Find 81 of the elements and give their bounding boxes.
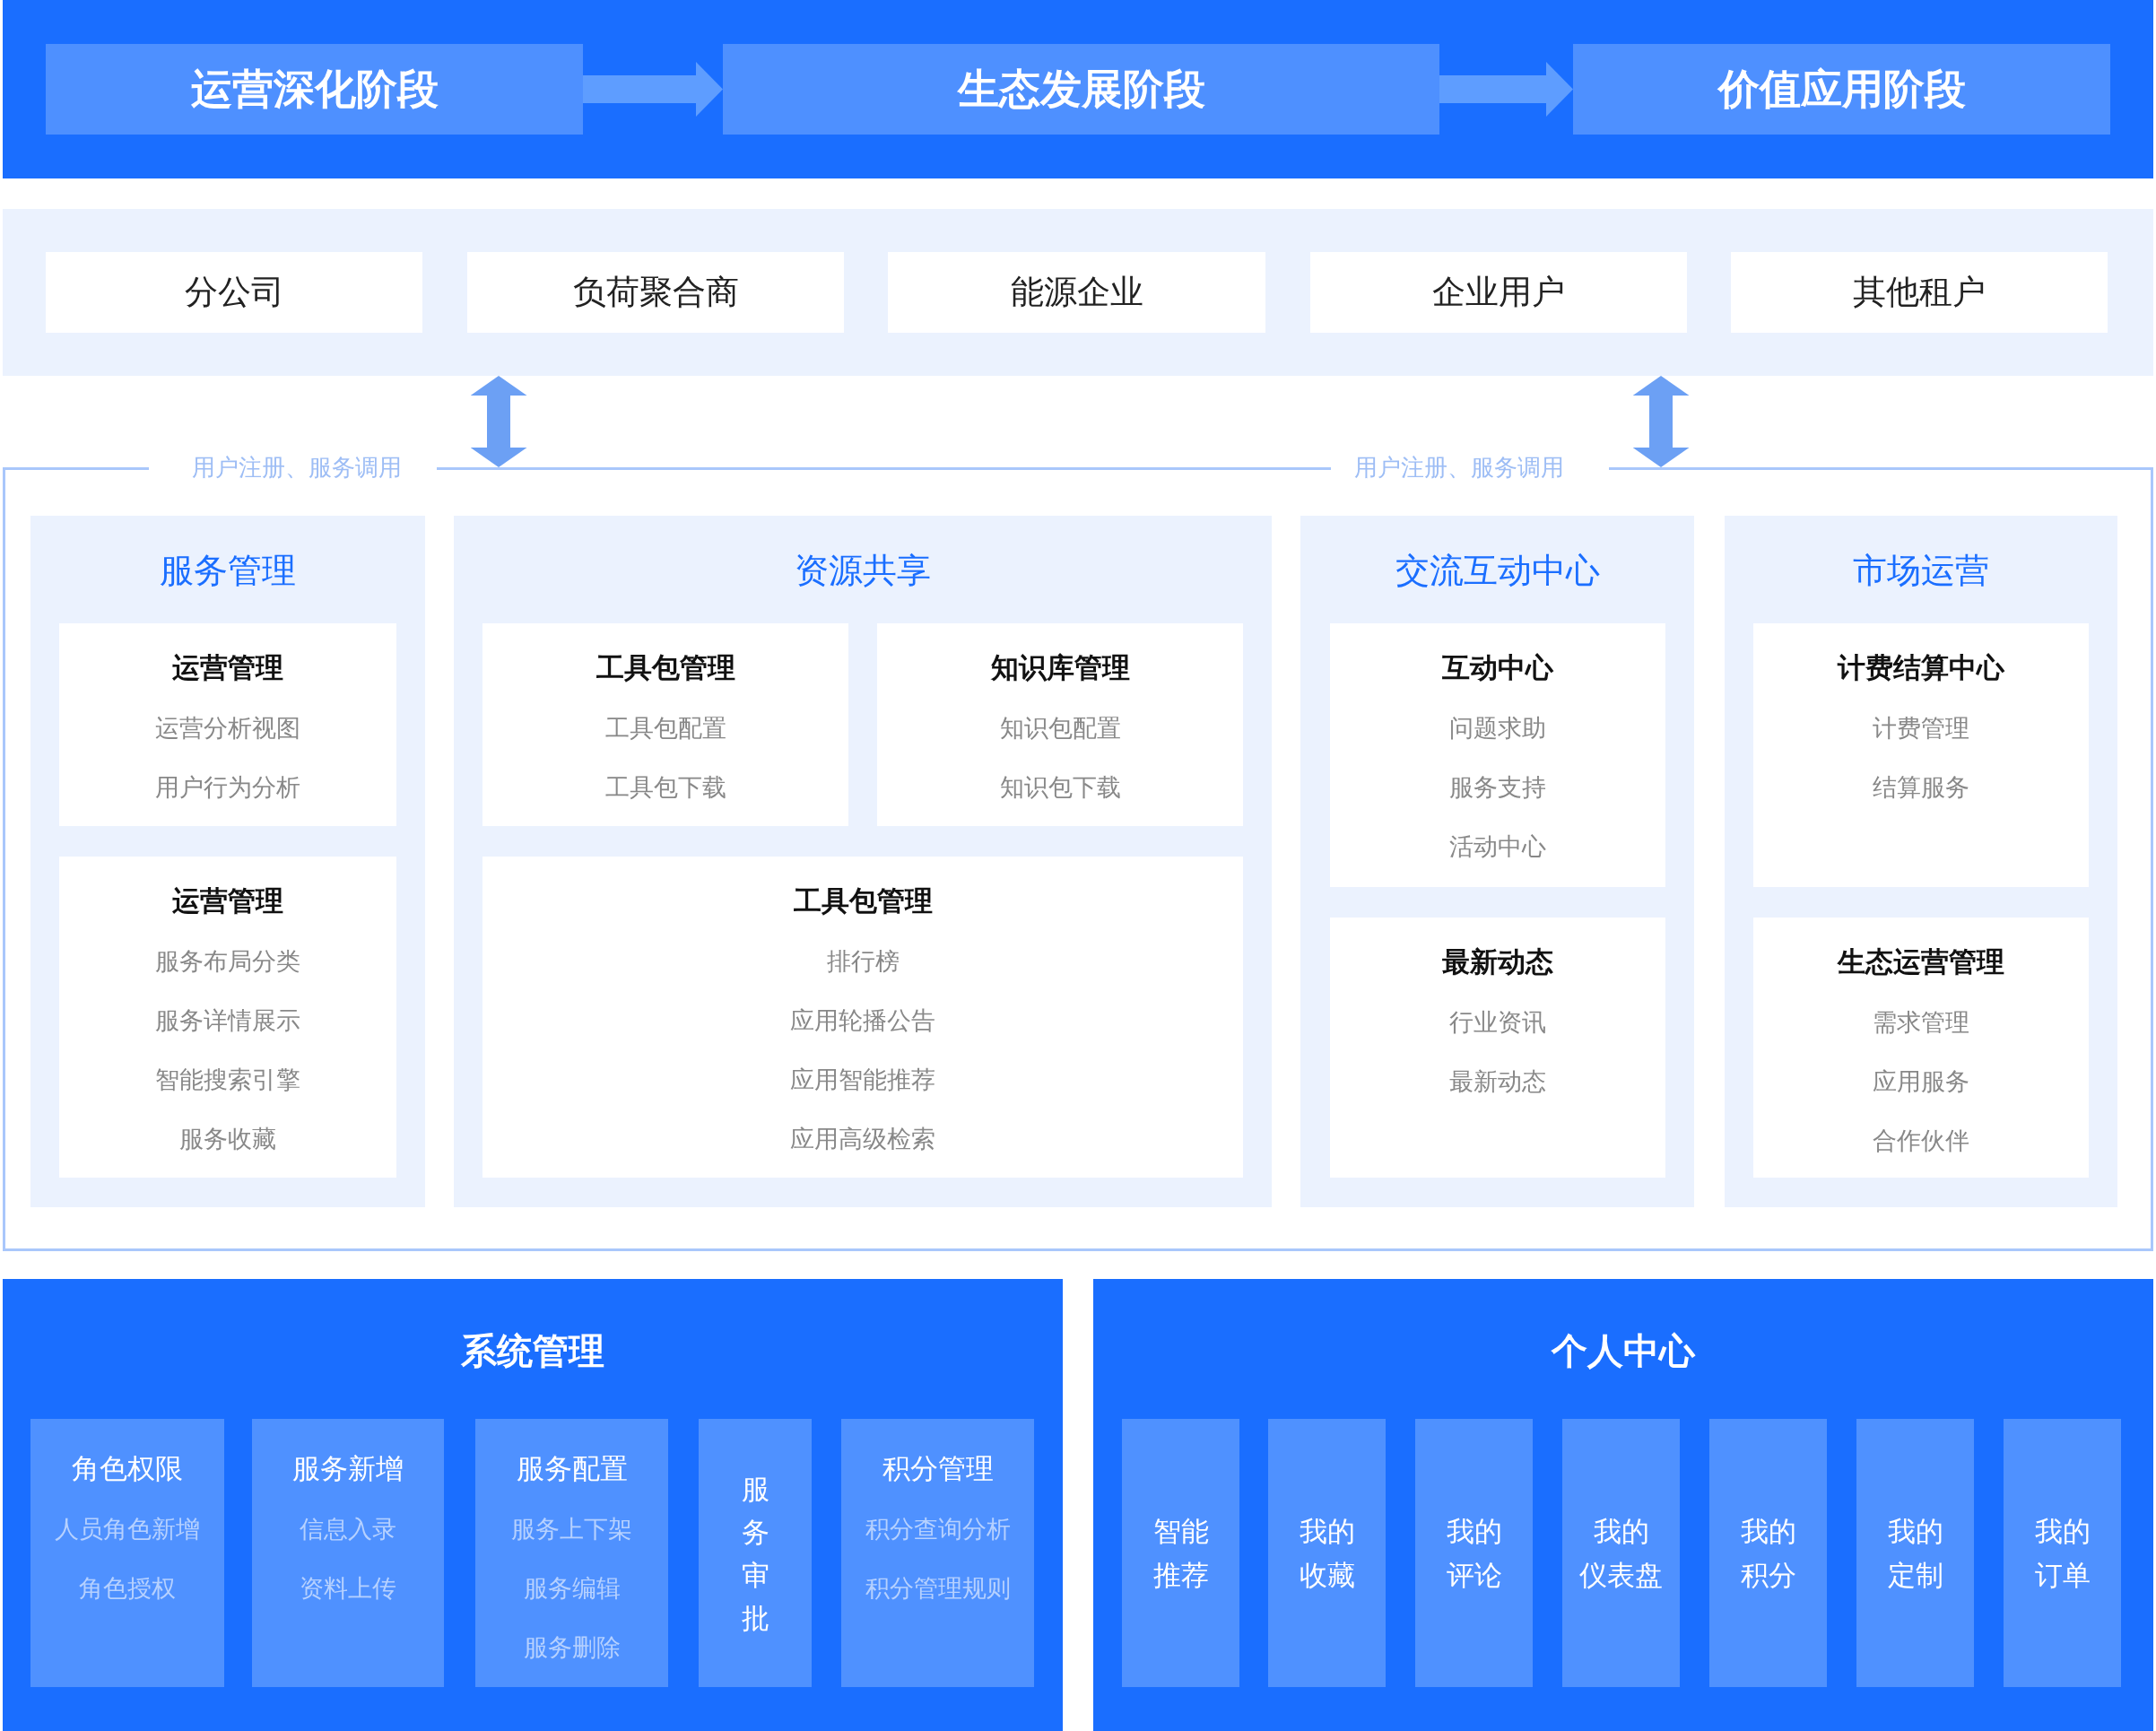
card-title: 知识库管理 (990, 650, 1130, 685)
function-card (475, 1419, 668, 1687)
stage-box: 价值应用阶段 (1573, 44, 2110, 135)
card-title: 角色权限 (72, 1451, 183, 1486)
feature-item: 应用服务 (1873, 1066, 1969, 1097)
feature-item: 知识包配置 (999, 713, 1121, 744)
feature-item: 服务收藏 (179, 1124, 276, 1154)
double-arrow (1632, 376, 1690, 467)
feature-item: 排行榜 (826, 946, 900, 977)
feature-item: 积分管理规则 (865, 1573, 1011, 1604)
stage-box: 运营深化阶段 (46, 44, 583, 135)
double-arrow (470, 376, 527, 467)
card-title: 工具包管理 (596, 650, 735, 685)
panel-title: 交流互动中心 (1395, 550, 1600, 592)
function-card (252, 1419, 444, 1687)
feature-tile: 我的仪表盘 (1562, 1419, 1680, 1687)
feature-item: 工具包下载 (604, 772, 726, 803)
card-title: 运营管理 (172, 883, 283, 918)
feature-item: 服务编辑 (523, 1573, 621, 1604)
user-type-box: 其他租户 (1731, 252, 2108, 333)
user-band (3, 209, 2153, 376)
feature-tile: 我的订单 (2004, 1419, 2121, 1687)
section-panel (1093, 1279, 2153, 1731)
feature-item: 应用高级检索 (790, 1124, 935, 1154)
feature-item: 需求管理 (1873, 1007, 1969, 1038)
feature-item: 运营分析视图 (155, 713, 300, 744)
feature-item: 积分查询分析 (865, 1514, 1011, 1544)
feature-item: 用户行为分析 (155, 772, 300, 803)
arrow (583, 62, 723, 117)
feature-item: 应用智能推荐 (790, 1065, 935, 1095)
feature-tile: 我的收藏 (1268, 1419, 1386, 1687)
arrow (1439, 62, 1573, 117)
feature-item: 知识包下载 (999, 772, 1121, 803)
feature-item: 服务支持 (1449, 772, 1546, 803)
function-card (699, 1419, 812, 1687)
stage-box: 生态发展阶段 (723, 44, 1439, 135)
feature-item: 计费管理 (1873, 713, 1969, 744)
panel-title: 资源共享 (795, 550, 931, 592)
feature-item: 角色授权 (79, 1573, 176, 1604)
card-title: 服务审批 (741, 1471, 769, 1636)
feature-item: 信息入录 (300, 1514, 396, 1544)
card-title: 服务配置 (516, 1451, 628, 1486)
feature-tile: 我的积分 (1709, 1419, 1827, 1687)
feature-item: 应用轮播公告 (790, 1005, 935, 1036)
card-title: 服务新增 (292, 1451, 404, 1486)
feature-item: 服务详情展示 (155, 1005, 300, 1036)
feature-item: 智能搜索引擎 (155, 1065, 300, 1095)
feature-item: 问题求助 (1449, 713, 1546, 744)
feature-tile: 我的评论 (1415, 1419, 1533, 1687)
user-type-box: 企业用户 (1310, 252, 1687, 333)
panel-title: 市场运营 (1853, 550, 1989, 592)
feature-item: 活动中心 (1449, 831, 1546, 862)
card-title: 最新动态 (1442, 944, 1553, 979)
panel-title: 系统管理 (461, 1329, 604, 1373)
user-type-box: 负荷聚合商 (467, 252, 844, 333)
feature-item: 最新动态 (1449, 1066, 1546, 1097)
card-title: 积分管理 (882, 1451, 994, 1486)
feature-item: 服务布局分类 (155, 946, 300, 977)
feature-item: 结算服务 (1873, 772, 1969, 803)
card-title: 运营管理 (172, 650, 283, 685)
section-panel (3, 1279, 1063, 1731)
panel-title: 服务管理 (160, 550, 296, 592)
feature-item: 资料上传 (300, 1573, 396, 1604)
feature-tile: 智能推荐 (1122, 1419, 1239, 1687)
function-card (30, 1419, 224, 1687)
user-type-box: 分公司 (46, 252, 422, 333)
user-type-box: 能源企业 (888, 252, 1265, 333)
function-card (841, 1419, 1034, 1687)
stage-band (3, 0, 2153, 178)
card-title: 生态运营管理 (1838, 944, 2004, 979)
feature-tile: 我的定制 (1856, 1419, 1974, 1687)
feature-item: 工具包配置 (604, 713, 726, 744)
card-title: 互动中心 (1442, 650, 1553, 685)
feature-item: 人员角色新增 (55, 1514, 200, 1544)
panel-title: 个人中心 (1552, 1329, 1695, 1373)
card-title: 工具包管理 (793, 883, 933, 918)
card-title: 计费结算中心 (1838, 650, 2004, 685)
feature-item: 合作伙伴 (1873, 1126, 1969, 1156)
feature-item: 行业资讯 (1449, 1007, 1546, 1038)
feature-item: 服务上下架 (511, 1514, 632, 1544)
feature-item: 服务删除 (523, 1632, 621, 1663)
